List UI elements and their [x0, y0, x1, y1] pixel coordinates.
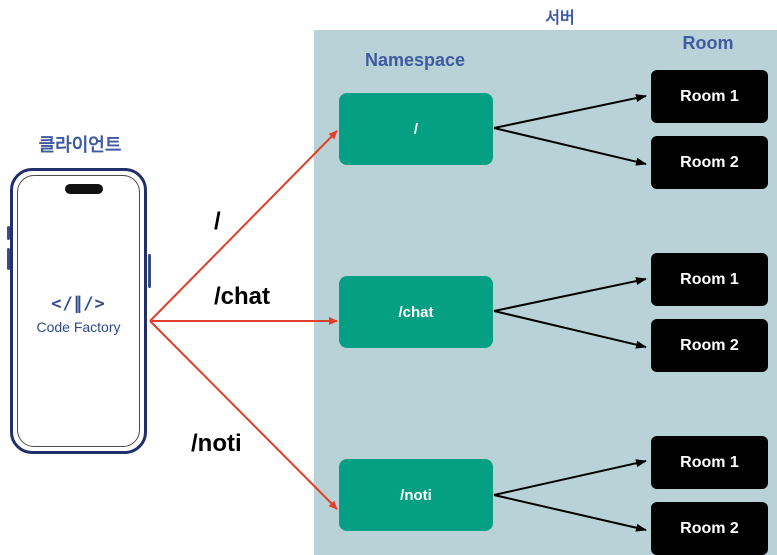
noti-to-room2-arrow — [493, 494, 647, 532]
room-box-chat-1: Room 1 — [651, 253, 768, 306]
root-to-room2-arrow — [493, 127, 647, 166]
client-phone: </∥/> Code Factory — [10, 168, 147, 454]
room-box-root-2: Room 2 — [651, 136, 768, 189]
phone-notch — [65, 184, 103, 194]
room-box-chat-2: Room 2 — [651, 319, 768, 372]
phone-screen: </∥/> Code Factory — [17, 175, 140, 447]
namespace-root: / — [339, 93, 493, 165]
room-box-noti-2: Room 2 — [651, 502, 768, 555]
server-title: 서버 — [545, 10, 575, 27]
room-title: Room — [682, 33, 734, 53]
phone-side-button — [148, 254, 151, 288]
path-label-noti: /noti — [191, 430, 242, 457]
namespace-noti: /noti — [339, 459, 493, 531]
phone-side-button — [7, 248, 10, 270]
chat-to-room1-arrow — [493, 277, 647, 312]
root-to-room1-arrow — [493, 94, 647, 129]
phone-side-button — [7, 226, 10, 240]
chat-to-room2-arrow — [493, 310, 647, 349]
path-label-chat: /chat — [214, 283, 271, 310]
code-factory-logo-icon: </∥/> — [51, 294, 106, 314]
noti-to-room1-arrow — [493, 459, 647, 496]
room-box-noti-1: Room 1 — [651, 436, 768, 489]
path-label-root: / — [214, 208, 221, 235]
client-to-root-arrow — [149, 130, 338, 322]
logo-name: Code Factory — [36, 319, 121, 335]
namespace-title: Namespace — [364, 50, 466, 70]
room-box-root-1: Room 1 — [651, 70, 768, 123]
namespace-chat: /chat — [339, 276, 493, 348]
client-title: 클라이언트 — [38, 135, 122, 155]
client-to-noti-arrow — [149, 320, 338, 510]
